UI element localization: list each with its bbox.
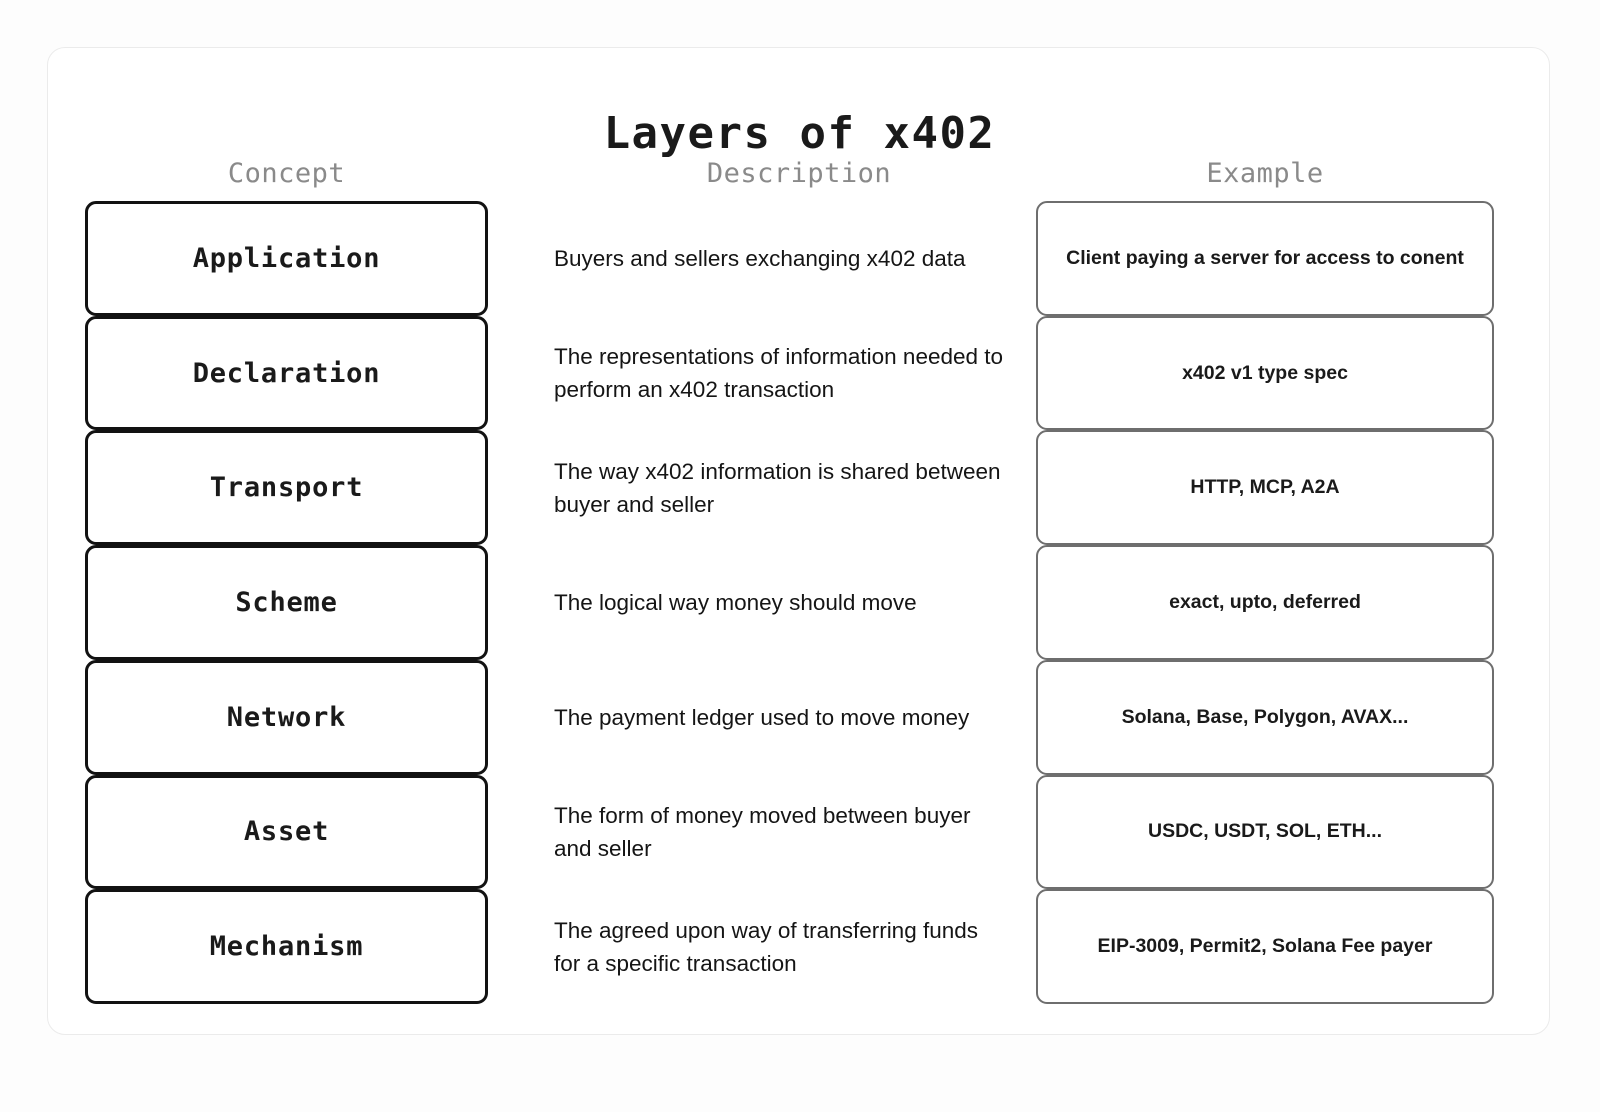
layer-row: Transport The way x402 information is sha… [48, 430, 1551, 546]
concept-label: Network [226, 701, 347, 733]
diagram-card: Layers of x402 Concept Description Examp… [47, 47, 1550, 1035]
column-header-description: Description [706, 158, 892, 189]
layers-table: Application Buyers and sellers exchanging… [48, 201, 1551, 1004]
description-text: The payment ledger used to move money [554, 704, 970, 730]
layer-row: Declaration The representations of inform… [48, 315, 1551, 431]
concept-box[interactable]: Mechanism [85, 889, 488, 1004]
example-box[interactable]: EIP-3009, Permit2, Solana Fee payer [1036, 889, 1494, 1004]
example-label: EIP-3009, Permit2, Solana Fee payer [1097, 935, 1433, 958]
example-box[interactable]: Client paying a server for access to con… [1036, 201, 1494, 316]
description-cell: The form of money moved between buyer an… [554, 775, 1004, 890]
description-text: The form of money moved between buyer an… [554, 802, 971, 861]
example-label: Solana, Base, Polygon, AVAX... [1121, 705, 1409, 728]
description-cell: The way x402 information is shared betwe… [554, 430, 1004, 545]
concept-label: Mechanism [209, 931, 364, 963]
layer-row: Asset The form of money moved between buy… [48, 774, 1551, 890]
concept-label: Asset [243, 816, 330, 848]
concept-label: Transport [209, 472, 364, 504]
layer-row: Scheme The logical way money should move e… [48, 545, 1551, 660]
description-text: The way x402 information is shared betwe… [554, 458, 1001, 517]
example-label: exact, upto, deferred [1169, 590, 1361, 613]
example-box[interactable]: exact, upto, deferred [1036, 545, 1494, 660]
description-cell: The logical way money should move [554, 545, 1004, 660]
example-label: x402 v1 type spec [1182, 361, 1348, 384]
column-header-concept: Concept [227, 158, 346, 189]
description-cell: Buyers and sellers exchanging x402 data [554, 201, 1004, 316]
description-cell: The payment ledger used to move money [554, 660, 1004, 775]
description-text: Buyers and sellers exchanging x402 data [554, 245, 966, 271]
concept-box[interactable]: Asset [85, 774, 488, 890]
concept-label: Declaration [192, 357, 381, 389]
example-box[interactable]: USDC, USDT, SOL, ETH... [1036, 774, 1494, 890]
description-text: The representations of information neede… [554, 344, 1004, 403]
description-text: The logical way money should move [554, 589, 917, 615]
concept-box[interactable]: Declaration [85, 315, 488, 431]
concept-box[interactable]: Network [85, 659, 488, 775]
concept-box[interactable]: Transport [85, 430, 488, 546]
example-label: HTTP, MCP, A2A [1190, 476, 1340, 499]
column-header-example: Example [1206, 158, 1324, 189]
example-box[interactable]: x402 v1 type spec [1036, 315, 1494, 431]
concept-label: Scheme [235, 586, 338, 618]
example-box[interactable]: HTTP, MCP, A2A [1036, 430, 1494, 546]
layer-row: Application Buyers and sellers exchanging… [48, 201, 1551, 316]
example-label: USDC, USDT, SOL, ETH... [1147, 820, 1383, 843]
description-cell: The representations of information neede… [554, 316, 1004, 431]
page-title: Layers of x402 [603, 108, 996, 159]
layer-row: Mechanism The agreed upon way of transfer… [48, 889, 1551, 1004]
example-label: Client paying a server for access to con… [1066, 246, 1464, 269]
concept-box[interactable]: Scheme [85, 545, 488, 660]
concept-label: Application [192, 242, 381, 274]
description-cell: The agreed upon way of transferring fund… [554, 889, 1004, 1004]
description-text: The agreed upon way of transferring fund… [554, 917, 979, 976]
example-box[interactable]: Solana, Base, Polygon, AVAX... [1036, 659, 1494, 775]
layer-row: Network The payment ledger used to move m… [48, 659, 1551, 775]
concept-box[interactable]: Application [85, 201, 488, 316]
